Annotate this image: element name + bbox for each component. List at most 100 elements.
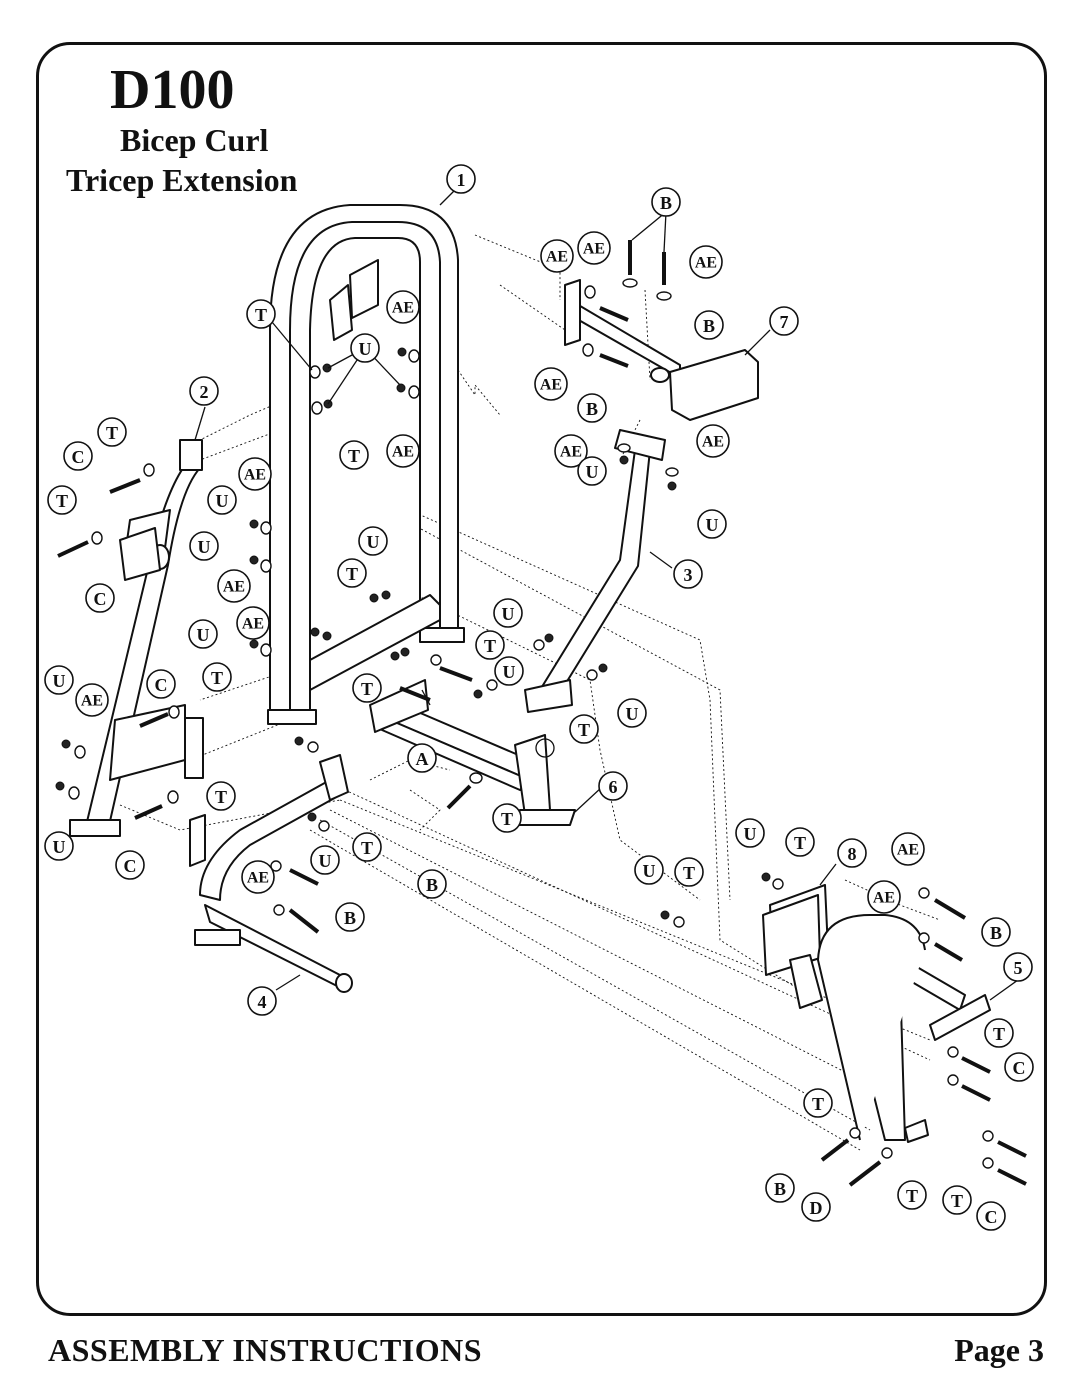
callout-label: U <box>503 662 516 682</box>
part-2-front-leg <box>69 439 204 837</box>
callout-hw-T: T <box>942 1185 972 1215</box>
callout-label: U <box>643 861 656 881</box>
callout-label: T <box>578 720 590 740</box>
callout-label: T <box>211 668 223 688</box>
callout-label: 4 <box>258 992 267 1012</box>
callout-hw-AE: AE <box>217 569 251 603</box>
callout-label: T <box>812 1094 824 1114</box>
callout-label: D <box>810 1198 823 1218</box>
part-4-foot-bar <box>189 754 353 993</box>
callout-hw-U: U <box>697 509 727 539</box>
callout-hw-T: T <box>897 1180 927 1210</box>
callout-hw-T: T <box>97 417 127 447</box>
callout-hw-U: U <box>44 665 74 695</box>
callout-label: C <box>155 675 168 695</box>
callout-label: C <box>1013 1058 1026 1078</box>
callout-label: U <box>53 671 66 691</box>
callout-part-3: 3 <box>673 559 703 589</box>
callout-hw-U: U <box>350 333 380 363</box>
callout-label: AE <box>546 249 568 266</box>
callout-hw-T: T <box>984 1018 1014 1048</box>
callout-hw-B: B <box>577 393 607 423</box>
callout-hw-A: A <box>407 743 437 773</box>
part-7-top-bracket <box>564 279 759 421</box>
callout-hw-B: B <box>417 869 447 899</box>
callout-label: T <box>361 679 373 699</box>
callout-hw-B: B <box>765 1173 795 1203</box>
callout-part-5: 5 <box>1003 952 1033 982</box>
callout-hw-T: T <box>785 827 815 857</box>
callout-label: T <box>348 446 360 466</box>
hardware <box>55 240 1027 1187</box>
callout-label: 6 <box>609 777 618 797</box>
callout-label: A <box>416 749 429 769</box>
callout-label: C <box>94 589 107 609</box>
callout-label: T <box>501 809 513 829</box>
callout-hw-T: T <box>47 485 77 515</box>
callout-hw-T: T <box>803 1088 833 1118</box>
callout-hw-C: C <box>976 1201 1006 1231</box>
callout-label: U <box>198 537 211 557</box>
callout-hw-U: U <box>310 845 340 875</box>
callout-label: U <box>359 339 372 359</box>
callout-label: AE <box>695 255 717 272</box>
callout-label: AE <box>81 693 103 710</box>
callout-hw-AE: AE <box>554 434 588 468</box>
callout-label: C <box>124 856 137 876</box>
callout-label: T <box>215 787 227 807</box>
part-8-pad-plates <box>762 884 829 1009</box>
callout-hw-U: U <box>617 698 647 728</box>
callout-hw-T: T <box>339 440 369 470</box>
callout-label: T <box>346 564 358 584</box>
callout-hw-AE: AE <box>386 290 420 324</box>
callout-label: U <box>626 704 639 724</box>
callout-hw-C: C <box>115 850 145 880</box>
callout-label: U <box>216 491 229 511</box>
callout-hw-AE: AE <box>540 239 574 273</box>
callout-label: B <box>586 399 598 419</box>
callout-label: AE <box>242 616 264 633</box>
callout-hw-U: U <box>188 619 218 649</box>
callout-hw-T: T <box>206 781 236 811</box>
model-title: D100 <box>110 59 235 121</box>
callout-label: C <box>72 447 85 467</box>
callout-label: 7 <box>780 312 789 332</box>
callout-label: U <box>367 532 380 552</box>
callout-label: B <box>426 875 438 895</box>
callout-hw-B: B <box>981 917 1011 947</box>
callout-hw-AE: AE <box>891 832 925 866</box>
callout-hw-B: B <box>694 310 724 340</box>
callout-label: AE <box>392 300 414 317</box>
callout-hw-T: T <box>475 630 505 660</box>
callout-hw-U: U <box>494 656 524 686</box>
callout-hw-AE: AE <box>241 860 275 894</box>
callout-label: AE <box>873 890 895 907</box>
callout-label: U <box>197 625 210 645</box>
callout-label: T <box>993 1024 1005 1044</box>
part-6-base-beam <box>369 679 576 826</box>
callout-hw-AE: AE <box>696 424 730 458</box>
callout-label: AE <box>560 444 582 461</box>
callout-label: 3 <box>684 565 693 585</box>
callout-hw-T: T <box>337 558 367 588</box>
callout-hw-U: U <box>44 831 74 861</box>
callout-hw-T: T <box>202 662 232 692</box>
callout-label: B <box>990 923 1002 943</box>
callout-hw-C: C <box>63 441 93 471</box>
callout-label: T <box>683 863 695 883</box>
callout-part-8: 8 <box>837 838 867 868</box>
callout-label: 2 <box>200 382 209 402</box>
subtitle-line-1: Bicep Curl <box>120 122 269 158</box>
callout-label: U <box>744 824 757 844</box>
callout-hw-T: T <box>352 673 382 703</box>
callout-label: T <box>794 833 806 853</box>
callout-label: AE <box>583 241 605 258</box>
callout-hw-AE: AE <box>236 606 270 640</box>
callout-label: AE <box>897 842 919 859</box>
callout-label: AE <box>244 467 266 484</box>
callout-label: T <box>484 636 496 656</box>
subtitle-line-2: Tricep Extension <box>66 162 298 198</box>
callout-label: AE <box>247 870 269 887</box>
part-3-support-tube <box>524 429 666 713</box>
